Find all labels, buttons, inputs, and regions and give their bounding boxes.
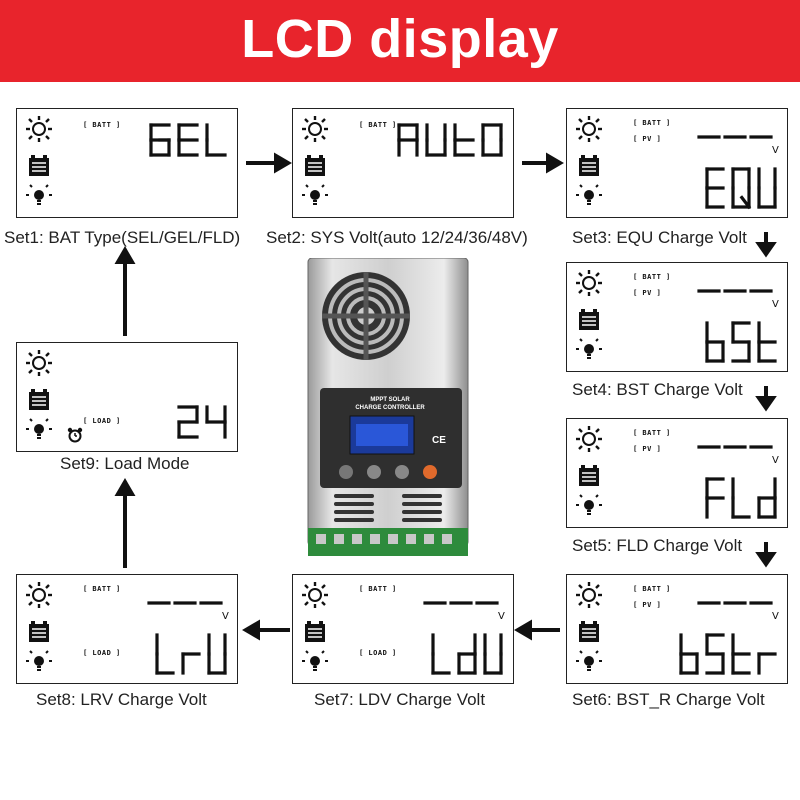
- sun-icon: [576, 426, 602, 452]
- lcd-segment-display: [149, 123, 227, 157]
- bulb-icon: [576, 184, 602, 205]
- lcd-icons: [25, 581, 59, 681]
- lcd-icons: [575, 115, 609, 215]
- lcd-icons: [301, 581, 335, 681]
- lcd-lower-readout: [705, 167, 777, 210]
- sun-icon: [576, 116, 602, 142]
- lcd-icons: [301, 115, 335, 215]
- lcd-lower-readout: [705, 477, 777, 519]
- lcd-main-readout: [177, 405, 227, 439]
- lcd-main-readout: [397, 123, 503, 157]
- lcd-tag-batt: [ BATT ]: [83, 121, 121, 129]
- volt-unit: V: [772, 299, 779, 310]
- sun-icon: [26, 116, 52, 142]
- sun-icon: [576, 270, 602, 296]
- lcd-screen-set3: [ BATT ] [ PV ] V: [566, 108, 788, 218]
- menu-button: [339, 465, 353, 479]
- lcd-tag-batt: [ BATT ]: [633, 585, 671, 593]
- bulb-icon: [576, 338, 602, 359]
- bulb-icon: [576, 494, 602, 515]
- caption-set2: Set2: SYS Volt(auto 12/24/36/48V): [266, 228, 528, 247]
- lcd-lower-readout: [679, 633, 777, 675]
- lcd-tag-batt: [ BATT ]: [633, 273, 671, 281]
- bulb-icon: [26, 418, 52, 439]
- lcd-segment-display: [177, 405, 227, 439]
- lcd-icons: [575, 581, 609, 681]
- sun-icon: [26, 582, 52, 608]
- bulb-icon: [26, 184, 52, 205]
- header-banner: LCD display: [0, 0, 800, 82]
- lcd-segment-display: [397, 123, 503, 157]
- bulb-icon: [302, 184, 328, 205]
- lcd-tag-secondary: [ PV ]: [633, 289, 662, 297]
- lcd-tag-batt: [ BATT ]: [359, 121, 397, 129]
- lcd-tag-batt: [ BATT ]: [83, 585, 121, 593]
- volt-unit: V: [222, 611, 229, 622]
- alarm-clock-icon: [67, 427, 83, 443]
- sun-icon: [576, 582, 602, 608]
- caption-set5: Set5: FLD Charge Volt: [572, 536, 743, 555]
- ce-mark: CE: [432, 435, 446, 446]
- bulb-icon: [302, 650, 328, 671]
- bulb-icon: [576, 650, 602, 671]
- caption-set9: Set9: Load Mode: [60, 454, 190, 473]
- volt-unit: V: [772, 455, 779, 466]
- lcd-icons: [575, 425, 609, 525]
- lcd-segment-display: [147, 601, 227, 675]
- caption-set7: Set7: LDV Charge Volt: [314, 690, 486, 709]
- lcd-screen-set8: [ BATT ] [ LOAD ] V: [16, 574, 238, 684]
- lcd-main-readout: [149, 123, 227, 157]
- lcd-segment-display: [697, 289, 777, 363]
- caption-set4: Set4: BST Charge Volt: [572, 380, 743, 399]
- lcd-tag-secondary: [ LOAD ]: [359, 649, 397, 657]
- lcd-screen-set9: [ LOAD ]: [16, 342, 238, 452]
- lcd-segment-display: [697, 135, 777, 210]
- lcd-tag-batt: [ BATT ]: [359, 585, 397, 593]
- lcd-icons: [25, 115, 59, 215]
- lcd-tag-batt: [ BATT ]: [633, 429, 671, 437]
- lcd-lower-readout: [155, 633, 227, 675]
- up-button: [367, 465, 381, 479]
- enter-button: [423, 465, 437, 479]
- lcd-tag-secondary: [ PV ]: [633, 445, 662, 453]
- lcd-screen-set7: [ BATT ] [ LOAD ] V: [292, 574, 514, 684]
- lcd-tag-secondary: [ LOAD ]: [83, 417, 121, 425]
- sun-icon: [26, 350, 52, 376]
- lcd-segment-display: [423, 601, 503, 675]
- sun-icon: [302, 116, 328, 142]
- fan-icon: [322, 272, 410, 360]
- lcd-screen-set1: [ BATT ]: [16, 108, 238, 218]
- page-title: LCD display: [241, 9, 559, 69]
- down-button: [395, 465, 409, 479]
- caption-set1: Set1: BAT Type(SEL/GEL/FLD): [4, 228, 241, 247]
- sun-icon: [302, 582, 328, 608]
- lcd-screen-set5: [ BATT ] [ PV ] V: [566, 418, 788, 528]
- lcd-tag-secondary: [ LOAD ]: [83, 649, 121, 657]
- caption-set6: Set6: BST_R Charge Volt: [572, 690, 765, 709]
- lcd-icons: [575, 269, 609, 369]
- lcd-screen-set6: [ BATT ] [ PV ] V: [566, 574, 788, 684]
- caption-set8: Set8: LRV Charge Volt: [36, 690, 207, 709]
- caption-set3: Set3: EQU Charge Volt: [572, 228, 747, 247]
- volt-unit: V: [498, 611, 505, 622]
- mppt-controller-image: MPPT SOLAR CHARGE CONTROLLER CE: [304, 257, 472, 558]
- device-label-1: MPPT SOLAR: [370, 397, 410, 403]
- lcd-icons: [25, 349, 59, 449]
- lcd-tag-batt: [ BATT ]: [633, 119, 671, 127]
- lcd-tag-secondary: [ PV ]: [633, 135, 662, 143]
- device-label-2: CHARGE CONTROLLER: [355, 405, 425, 411]
- lcd-segment-display: [679, 601, 777, 675]
- lcd-screen-set4: [ BATT ] [ PV ] V: [566, 262, 788, 372]
- lcd-segment-display: [697, 445, 777, 519]
- bulb-icon: [26, 650, 52, 671]
- lcd-lower-readout: [705, 321, 777, 363]
- lcd-lower-readout: [431, 633, 503, 675]
- volt-unit: V: [772, 611, 779, 622]
- lcd-screen-set2: [ BATT ]: [292, 108, 514, 218]
- volt-unit: V: [772, 145, 779, 156]
- lcd-tag-secondary: [ PV ]: [633, 601, 662, 609]
